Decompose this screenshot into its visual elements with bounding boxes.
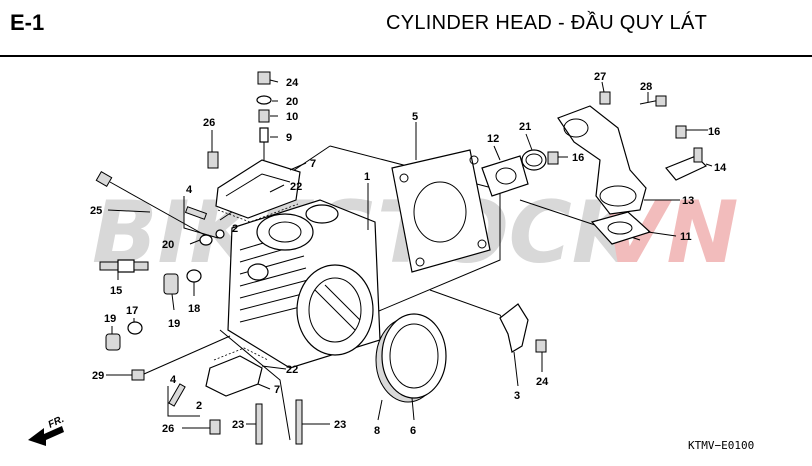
intake-insulator[interactable] [481, 155, 529, 197]
callout-1: 1 [364, 171, 370, 183]
stud-bolt-23a[interactable] [255, 403, 263, 445]
callout-26: 26 [203, 117, 215, 129]
callout-7: 7 [274, 384, 280, 396]
callout-23: 23 [334, 419, 346, 431]
cylinder-head-gasket[interactable] [391, 149, 491, 273]
callout-19: 19 [168, 318, 180, 330]
callout-16: 16 [572, 152, 584, 164]
direction-label: FR. [47, 414, 66, 431]
bolt-26-lower[interactable] [209, 419, 221, 435]
intake-pipe[interactable] [557, 105, 647, 215]
long-bolt-upper[interactable] [95, 170, 211, 239]
group-bracket-lower [167, 386, 200, 417]
callout-26: 26 [162, 423, 174, 435]
callout-2: 2 [232, 223, 238, 235]
part-callouts: 24 20 10 9 7 22 26 4 2 25 20 15 18 19 17… [90, 71, 727, 437]
washer[interactable] [186, 269, 202, 283]
leader-lines [106, 79, 713, 429]
callout-4: 4 [186, 184, 193, 196]
callout-17: 17 [126, 305, 138, 317]
cylinder-head-cover-upper[interactable] [215, 159, 301, 223]
page-header: E-1 CYLINDER HEAD - ĐẦU QUY LÁT [0, 0, 812, 57]
callout-8: 8 [374, 425, 380, 437]
callout-14: 14 [714, 162, 727, 174]
callout-6: 6 [410, 425, 416, 437]
bolt-26-upper[interactable] [207, 151, 219, 169]
callout-23: 23 [232, 419, 244, 431]
callout-9: 9 [286, 132, 292, 144]
callout-13: 13 [682, 195, 694, 207]
washer-20[interactable] [199, 234, 213, 246]
plate[interactable] [499, 303, 529, 353]
o-ring[interactable] [521, 149, 547, 171]
callout-20: 20 [162, 239, 174, 251]
callout-3: 3 [514, 390, 520, 402]
cap-plug[interactable] [163, 273, 179, 295]
group-bracket-upper [183, 196, 219, 239]
bolt-24-lower[interactable] [535, 339, 547, 353]
bolt-16-left[interactable] [547, 151, 559, 165]
bolt-27[interactable] [599, 91, 611, 105]
callout-21: 21 [519, 121, 531, 133]
callout-16: 16 [708, 126, 720, 138]
cylinder-head[interactable] [227, 199, 381, 369]
diagram-reference: KTMV−E0100 [688, 439, 754, 452]
callout-22: 22 [286, 364, 298, 376]
callout-12: 12 [487, 133, 499, 145]
callout-24: 24 [286, 77, 299, 89]
callout-19: 19 [104, 313, 116, 325]
diagram-code: E-1 [10, 10, 45, 35]
callout-20: 20 [286, 96, 298, 108]
callout-5: 5 [412, 111, 418, 123]
stud-bolt-lower[interactable] [168, 383, 186, 407]
callout-28: 28 [640, 81, 652, 93]
callout-7: 7 [310, 158, 316, 170]
page-title: CYLINDER HEAD - ĐẦU QUY LÁT [386, 12, 708, 34]
callout-11: 11 [680, 231, 692, 243]
cap-plug-lower[interactable] [105, 333, 121, 351]
callout-24: 24 [536, 376, 549, 388]
callout-18: 18 [188, 303, 200, 315]
callout-2: 2 [196, 400, 202, 412]
spark-plug[interactable] [99, 259, 149, 273]
bolt-28[interactable] [655, 95, 667, 107]
stud-bolt-23b[interactable] [295, 399, 303, 445]
side-cover[interactable] [375, 313, 447, 403]
cover-bolt-stack[interactable] [256, 71, 272, 160]
header-divider [0, 55, 812, 57]
callout-25: 25 [90, 205, 102, 217]
callout-4: 4 [170, 374, 177, 386]
callout-22: 22 [290, 181, 302, 193]
stud-bolt-upper[interactable] [184, 206, 208, 220]
bracket[interactable] [665, 147, 708, 181]
bolt-16-right[interactable] [675, 125, 687, 139]
callout-29: 29 [92, 370, 104, 382]
cylinder-head-cover-lower[interactable] [205, 347, 269, 397]
washer-lower[interactable] [127, 321, 143, 335]
dowel-pin[interactable] [215, 229, 225, 239]
callout-15: 15 [110, 285, 122, 297]
front-direction-arrow: FR. [28, 414, 66, 446]
callout-10: 10 [286, 111, 298, 123]
callout-27: 27 [594, 71, 606, 83]
